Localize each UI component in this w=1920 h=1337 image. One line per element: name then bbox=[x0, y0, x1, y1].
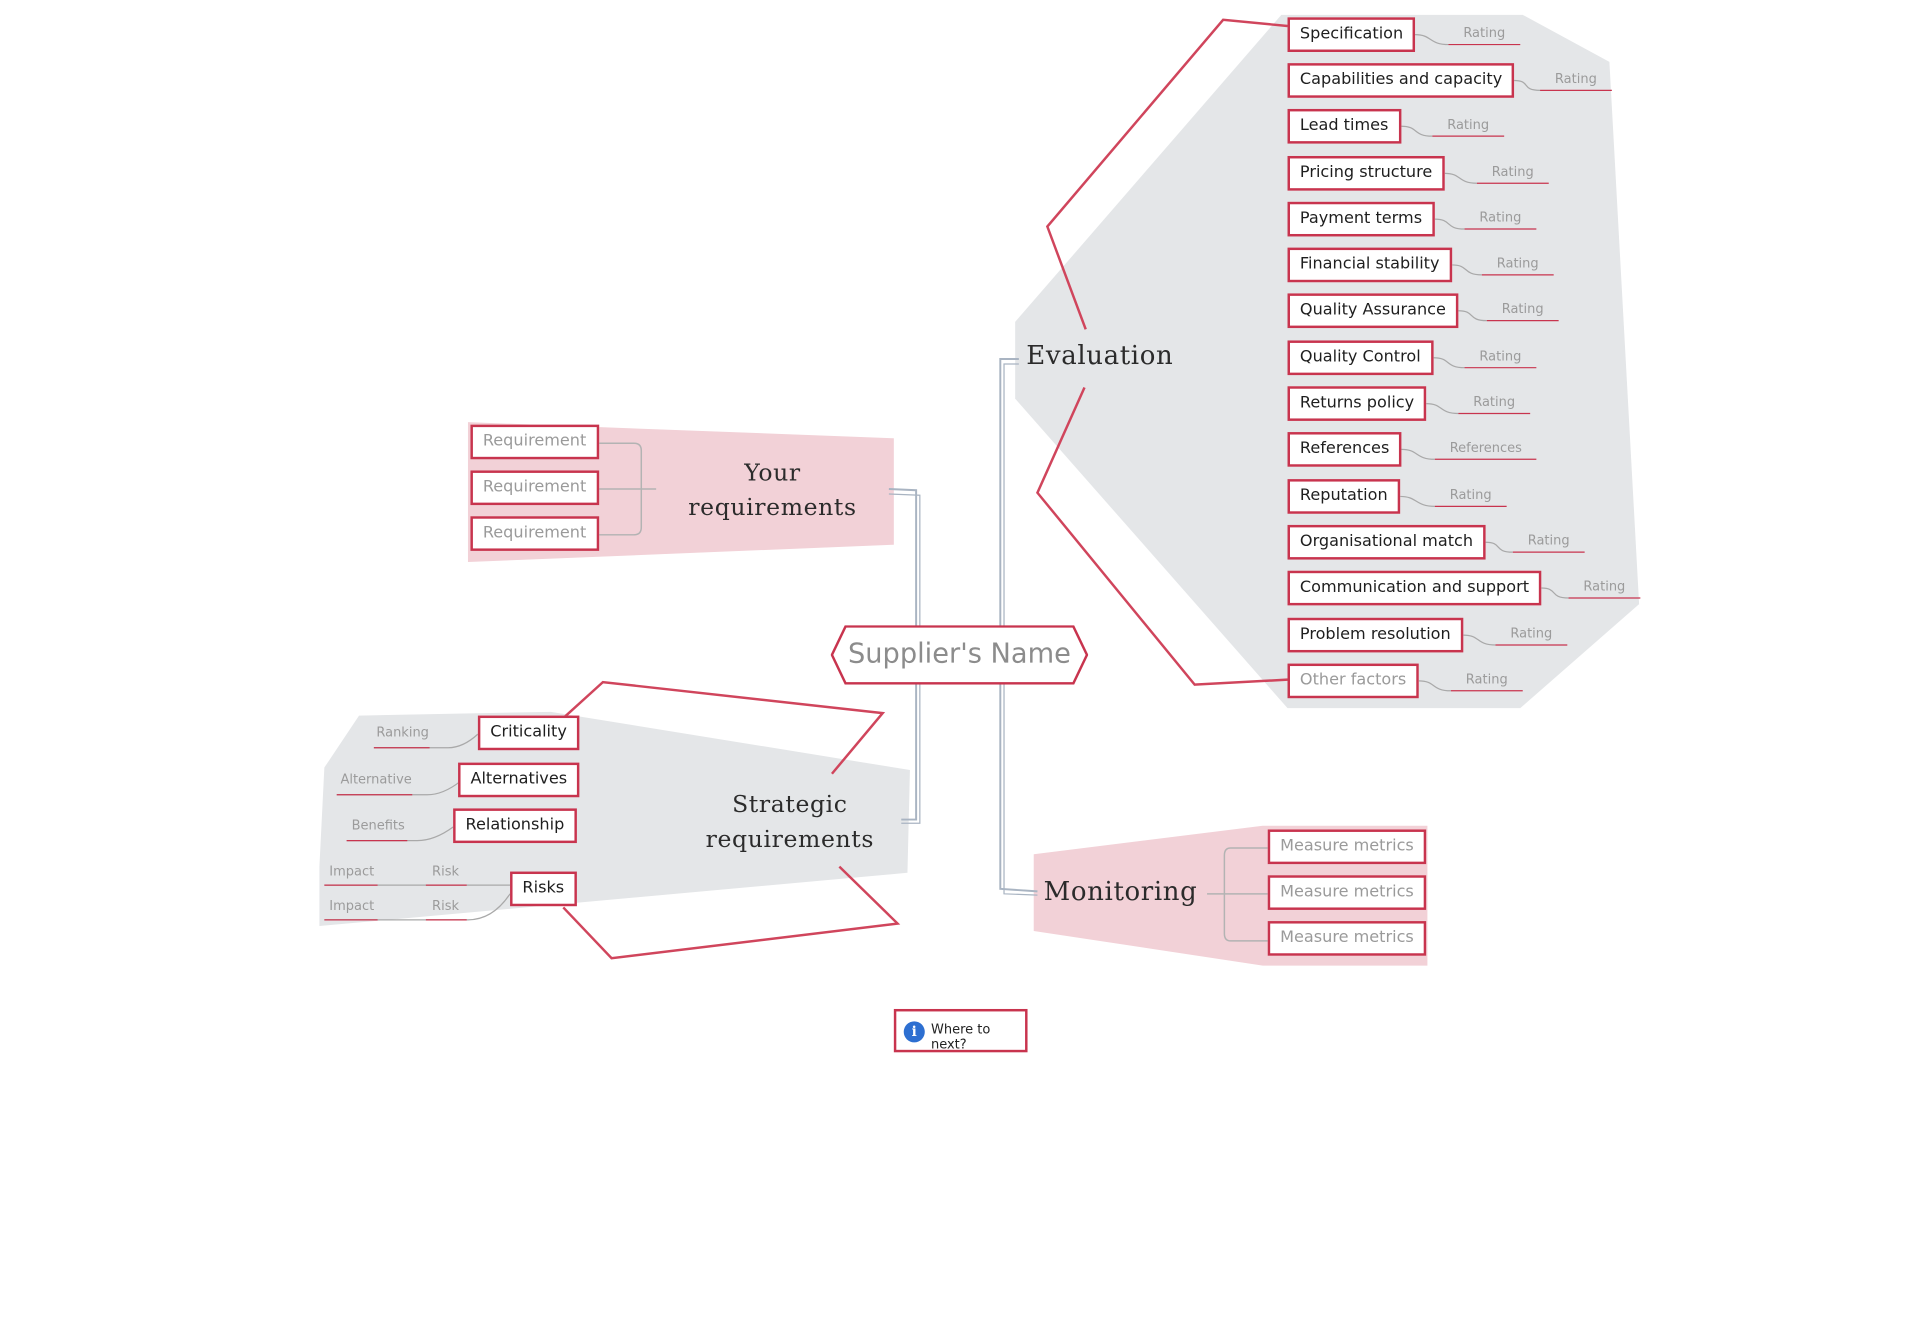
evaluation-item-connector bbox=[1401, 125, 1433, 137]
connector-monitoring-2 bbox=[1003, 683, 1038, 896]
relationship-node[interactable]: Relationship bbox=[453, 808, 577, 844]
evaluation-item-node[interactable]: Quality Assurance bbox=[1287, 293, 1459, 329]
evaluation-item-connector bbox=[1418, 680, 1451, 692]
risk-sublabel: Risk bbox=[432, 864, 460, 879]
evaluation-item-node[interactable]: Problem resolution bbox=[1287, 617, 1464, 653]
evaluation-item-node[interactable]: Capabilities and capacity bbox=[1287, 63, 1515, 98]
evaluation-item-node[interactable]: Returns policy bbox=[1287, 386, 1427, 421]
benefits-sublabel: Benefits bbox=[351, 818, 405, 834]
your-requirements-label-line1: Your bbox=[744, 459, 801, 487]
mind-map-canvas: Supplier's Name Evaluation Your requirem… bbox=[319, 14, 1641, 1053]
risk-sublabel: Risk bbox=[432, 898, 460, 914]
evaluation-item-sublabel: Rating bbox=[1510, 626, 1553, 642]
impact-sublabel: Impact bbox=[329, 898, 375, 914]
evaluation-item-connector bbox=[1444, 172, 1477, 184]
evaluation-item-sublabel: Rating bbox=[1554, 71, 1597, 87]
evaluation-item-sublabel: Rating bbox=[1465, 672, 1508, 688]
evaluation-item-sublabel: Rating bbox=[1583, 579, 1626, 595]
connector-strategic-2 bbox=[901, 683, 921, 824]
alternative-sublabel: Alternative bbox=[340, 772, 412, 788]
evaluation-item-node[interactable]: Quality Control bbox=[1287, 340, 1434, 376]
evaluation-item-connector bbox=[1426, 402, 1459, 415]
monitoring-label[interactable]: Monitoring bbox=[1043, 876, 1198, 907]
evaluation-item-node[interactable]: Specification bbox=[1287, 17, 1416, 52]
alternatives-node[interactable]: Alternatives bbox=[458, 762, 580, 798]
evaluation-item-connector bbox=[1400, 495, 1435, 507]
mind-map-backgrounds bbox=[319, 14, 1641, 966]
evaluation-item-connector bbox=[1463, 634, 1496, 646]
evaluation-label[interactable]: Evaluation bbox=[1026, 340, 1174, 371]
evaluation-item-node[interactable]: Lead times bbox=[1287, 108, 1401, 144]
evaluation-item-node[interactable]: Payment terms bbox=[1287, 201, 1435, 237]
evaluation-item-node[interactable]: Organisational match bbox=[1287, 524, 1486, 560]
measure-metrics-node[interactable]: Measure metrics bbox=[1267, 829, 1427, 865]
impact-sublabel: Impact bbox=[329, 864, 375, 879]
where-to-next-label: Where to next? bbox=[930, 1022, 991, 1053]
evaluation-boundary-upper bbox=[1045, 18, 1288, 330]
central-topic[interactable]: Supplier's Name bbox=[830, 625, 1089, 685]
evaluation-item-sublabel: Rating bbox=[1473, 394, 1516, 410]
measure-metrics-node[interactable]: Measure metrics bbox=[1267, 921, 1427, 956]
evaluation-item-sublabel: Rating bbox=[1447, 117, 1490, 133]
evaluation-item-sublabel: Rating bbox=[1491, 164, 1534, 180]
evaluation-item-sublabel: Rating bbox=[1479, 349, 1522, 364]
evaluation-item-sublabel: Rating bbox=[1527, 533, 1570, 549]
evaluation-item-connector bbox=[1401, 448, 1435, 460]
evaluation-item-connector bbox=[1452, 264, 1482, 276]
risks-node[interactable]: Risks bbox=[510, 871, 577, 907]
strategic-boundary-upper bbox=[562, 680, 886, 775]
requirement-node[interactable]: Requirement bbox=[470, 516, 599, 551]
evaluation-boundary-lower bbox=[1036, 386, 1288, 686]
evaluation-item-sublabel: Rating bbox=[1496, 256, 1539, 272]
connector-monitoring bbox=[999, 683, 1038, 893]
info-icon: i bbox=[903, 1021, 925, 1043]
connector-your-requirements-2 bbox=[888, 493, 921, 629]
connector-strategic bbox=[901, 683, 918, 821]
evaluation-item-sublabel: References bbox=[1449, 440, 1522, 456]
evaluation-item-sublabel: Rating bbox=[1449, 487, 1492, 503]
your-requirements-label[interactable]: Your requirements bbox=[678, 456, 866, 525]
evaluation-item-connector bbox=[1434, 218, 1465, 230]
evaluation-item-connector bbox=[1458, 310, 1487, 322]
evaluation-item-node[interactable]: Reputation bbox=[1287, 479, 1401, 514]
connector-evaluation bbox=[999, 358, 1019, 629]
evaluation-item-connector bbox=[1433, 357, 1465, 369]
evaluation-item-node[interactable]: Other factors bbox=[1287, 663, 1419, 699]
evaluation-item-node[interactable]: Financial stability bbox=[1287, 247, 1452, 283]
strategic-boundary-lower bbox=[562, 865, 901, 960]
connector-evaluation-2 bbox=[1003, 363, 1019, 629]
criticality-node[interactable]: Criticality bbox=[477, 715, 580, 751]
evaluation-item-sublabel: Rating bbox=[1479, 210, 1522, 226]
strategic-requirements-label[interactable]: Strategic requirements bbox=[693, 787, 886, 856]
evaluation-item-connector bbox=[1485, 541, 1513, 553]
measure-metrics-node[interactable]: Measure metrics bbox=[1267, 875, 1427, 910]
strategic-label-line2: requirements bbox=[705, 825, 875, 853]
evaluation-item-sublabel: Rating bbox=[1463, 25, 1506, 41]
evaluation-item-connector bbox=[1514, 79, 1541, 91]
strategic-label-line1: Strategic bbox=[732, 791, 848, 819]
your-requirements-label-line2: requirements bbox=[688, 493, 857, 522]
where-to-next-button[interactable]: i Where to next? bbox=[893, 1008, 1028, 1053]
evaluation-item-connector bbox=[1415, 34, 1449, 46]
central-topic-frame bbox=[830, 625, 1089, 685]
requirement-node[interactable]: Requirement bbox=[470, 424, 599, 460]
evaluation-item-node[interactable]: Pricing structure bbox=[1287, 155, 1445, 191]
evaluation-item-sublabel: Rating bbox=[1501, 302, 1544, 317]
evaluation-item-node[interactable]: References bbox=[1287, 432, 1402, 467]
central-topic-label: Supplier's Name bbox=[847, 638, 1071, 670]
connector-your-requirements bbox=[888, 488, 918, 629]
requirement-node[interactable]: Requirement bbox=[470, 470, 599, 506]
evaluation-item-node[interactable]: Communication and support bbox=[1287, 570, 1542, 606]
evaluation-item-connector bbox=[1541, 587, 1569, 599]
ranking-sublabel: Ranking bbox=[376, 725, 429, 741]
